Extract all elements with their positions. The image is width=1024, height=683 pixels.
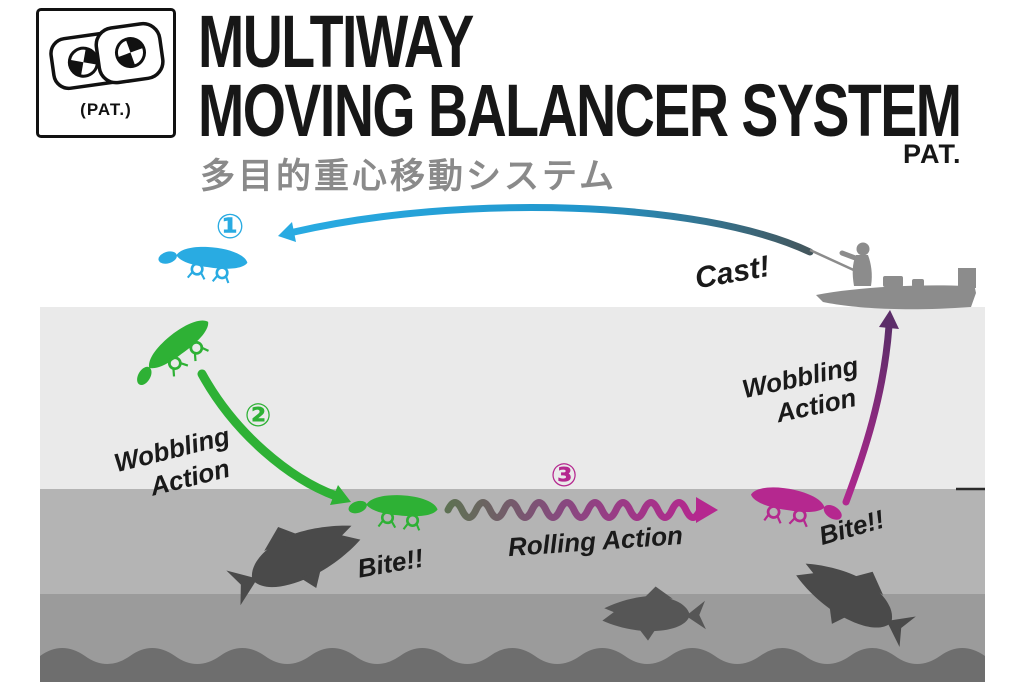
pat-label: PAT. — [903, 139, 962, 169]
cast-arrow — [290, 204, 814, 256]
step-1-number: ① — [216, 207, 245, 247]
angler-head — [856, 242, 870, 256]
title-line-2: MOVING BALANCER SYSTEM — [198, 68, 962, 152]
cast-arrow-head — [278, 222, 296, 242]
diagram-canvas: ① ② ③ Cast! Wobbling Action Rolling Acti… — [40, 194, 985, 682]
logo-box: (PAT.) — [36, 8, 176, 138]
boat-silhouette — [809, 242, 976, 310]
wobbling-dive-arrow-head — [330, 485, 351, 505]
fishing-rod — [809, 248, 859, 274]
rolling-wave-arrow — [444, 499, 704, 521]
angler-body — [852, 255, 872, 286]
page-title: MULTIWAY MOVING BALANCER SYSTEM — [198, 0, 962, 152]
angler-arm — [839, 250, 861, 262]
subtitle-japanese: 多目的重心移動システム — [200, 157, 617, 196]
rising-arrow-head — [879, 310, 899, 329]
wobbling-dive-arrow — [197, 369, 341, 501]
step-2-number: ② — [244, 396, 271, 434]
rolling-arrow-head — [696, 497, 718, 523]
balancer-logo-icon — [49, 21, 165, 91]
lake-bottom — [40, 648, 985, 682]
boat-hull — [816, 279, 976, 310]
logo-pat-label: (PAT.) — [80, 100, 132, 119]
boat-seat — [912, 279, 924, 287]
boat-console — [883, 276, 903, 287]
rising-wobble-arrow — [842, 322, 893, 506]
step-3-number: ③ — [550, 456, 577, 494]
title-line-1: MULTIWAY — [198, 0, 474, 83]
